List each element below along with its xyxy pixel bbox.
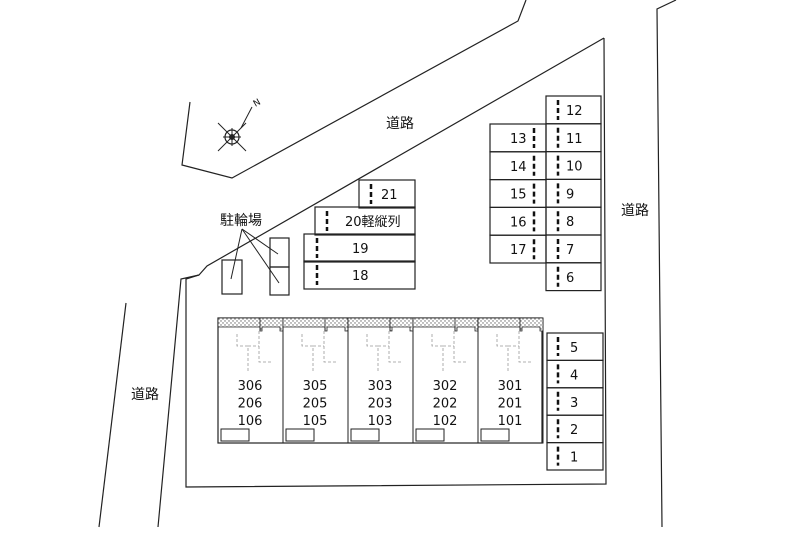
- room-number: 303: [368, 379, 393, 394]
- lot-boundary: [185, 37, 607, 488]
- parking-space-label: 10: [566, 160, 583, 175]
- apartment-unit: 305 205 105: [282, 317, 349, 444]
- pointer-line: [241, 228, 279, 255]
- parking-space: 21: [358, 179, 416, 209]
- parking-space-label: 4: [570, 368, 578, 383]
- parking-space-label: 17: [510, 243, 527, 258]
- road-edge-east: [656, 0, 677, 528]
- room-number: 206: [238, 397, 263, 412]
- apartment-building: 306 206 106 305 205 105 303 203 103 302 202 102 301 2…: [217, 317, 544, 444]
- room-number: 301: [498, 379, 523, 394]
- parking-space-label: 6: [566, 271, 574, 286]
- parking-space-label: 16: [510, 215, 527, 230]
- pointer-line: [241, 228, 280, 284]
- parking-space-label: 8: [566, 215, 574, 230]
- room-number: 105: [303, 414, 328, 429]
- bicycle-rack: [269, 237, 290, 268]
- parking-space: 6: [545, 262, 602, 292]
- apartment-unit: 301 201 101: [477, 317, 544, 444]
- parking-space-label: 3: [570, 396, 578, 411]
- compass-north-label: N: [252, 98, 263, 110]
- parking-space: 2: [546, 414, 604, 444]
- room-number: 205: [303, 397, 328, 412]
- parking-space-label: 20軽縦列: [345, 215, 401, 230]
- parking-space-label: 21: [381, 188, 398, 203]
- parking-space-label: 12: [566, 104, 583, 119]
- room-number: 106: [238, 414, 263, 429]
- road-label-west: 道路: [131, 387, 159, 403]
- lot-boundary-west: [157, 274, 200, 528]
- parking-space-label: 1: [570, 451, 578, 466]
- parking-space: 20軽縦列: [314, 206, 416, 236]
- parking-space-label: 7: [566, 243, 574, 258]
- road-edge-west: [98, 302, 127, 528]
- parking-space: 13: [489, 123, 547, 153]
- parking-space-label: 14: [510, 160, 527, 175]
- parking-space: 9: [545, 178, 602, 208]
- parking-space-label: 2: [570, 423, 578, 438]
- bicycle-parking-label: 駐輪場: [220, 212, 262, 229]
- parking-space-label: 5: [570, 341, 578, 356]
- parking-space: 14: [489, 151, 547, 181]
- room-number: 201: [498, 397, 523, 412]
- room-number: 101: [498, 414, 523, 429]
- parking-space-label: 19: [352, 242, 369, 257]
- apartment-unit: 303 203 103: [347, 317, 414, 444]
- bicycle-rack: [221, 259, 243, 295]
- parking-space: 16: [489, 206, 547, 236]
- bicycle-rack: [269, 266, 290, 296]
- parking-space: 17: [489, 234, 547, 264]
- room-number: 305: [303, 379, 328, 394]
- apartment-unit: 306 206 106: [217, 317, 284, 444]
- parking-space-label: 18: [352, 269, 369, 284]
- road-label-east: 道路: [621, 203, 649, 219]
- parking-space: 19: [303, 233, 416, 263]
- parking-space: 4: [546, 359, 604, 389]
- parking-space: 7: [545, 234, 602, 264]
- room-number: 103: [368, 414, 393, 429]
- room-number: 306: [238, 379, 263, 394]
- parking-space: 12: [545, 95, 602, 125]
- parking-space-label: 9: [566, 187, 574, 202]
- apartment-unit: 302 202 102: [412, 317, 479, 444]
- parking-space: 10: [545, 151, 602, 181]
- room-number: 102: [433, 414, 458, 429]
- room-number: 203: [368, 397, 393, 412]
- compass-icon: [217, 106, 253, 152]
- parking-space: 3: [546, 387, 604, 416]
- parking-space-label: 15: [510, 188, 527, 203]
- room-number: 302: [433, 379, 458, 394]
- parking-space-label: 13: [510, 132, 527, 147]
- parking-space: 5: [546, 332, 604, 361]
- pointer-line: [230, 228, 243, 280]
- parking-space-label: 11: [566, 132, 583, 147]
- parking-space: 18: [303, 260, 416, 290]
- parking-space: 1: [546, 442, 604, 471]
- parking-space: 8: [545, 206, 602, 236]
- road-label-north: 道路: [386, 116, 414, 132]
- parking-grid-southeast: 5 4 3 2 1: [546, 332, 604, 471]
- upper-parking: 21 20軽縦列 19 18: [303, 179, 416, 290]
- parking-space: 11: [545, 123, 602, 153]
- room-number: 202: [433, 397, 458, 412]
- parking-space: 15: [489, 179, 547, 209]
- road-edge-north: [181, 0, 527, 179]
- parking-grid-east: 12 11 10 9 8 7 6 13 14 15 16 17: [489, 95, 602, 292]
